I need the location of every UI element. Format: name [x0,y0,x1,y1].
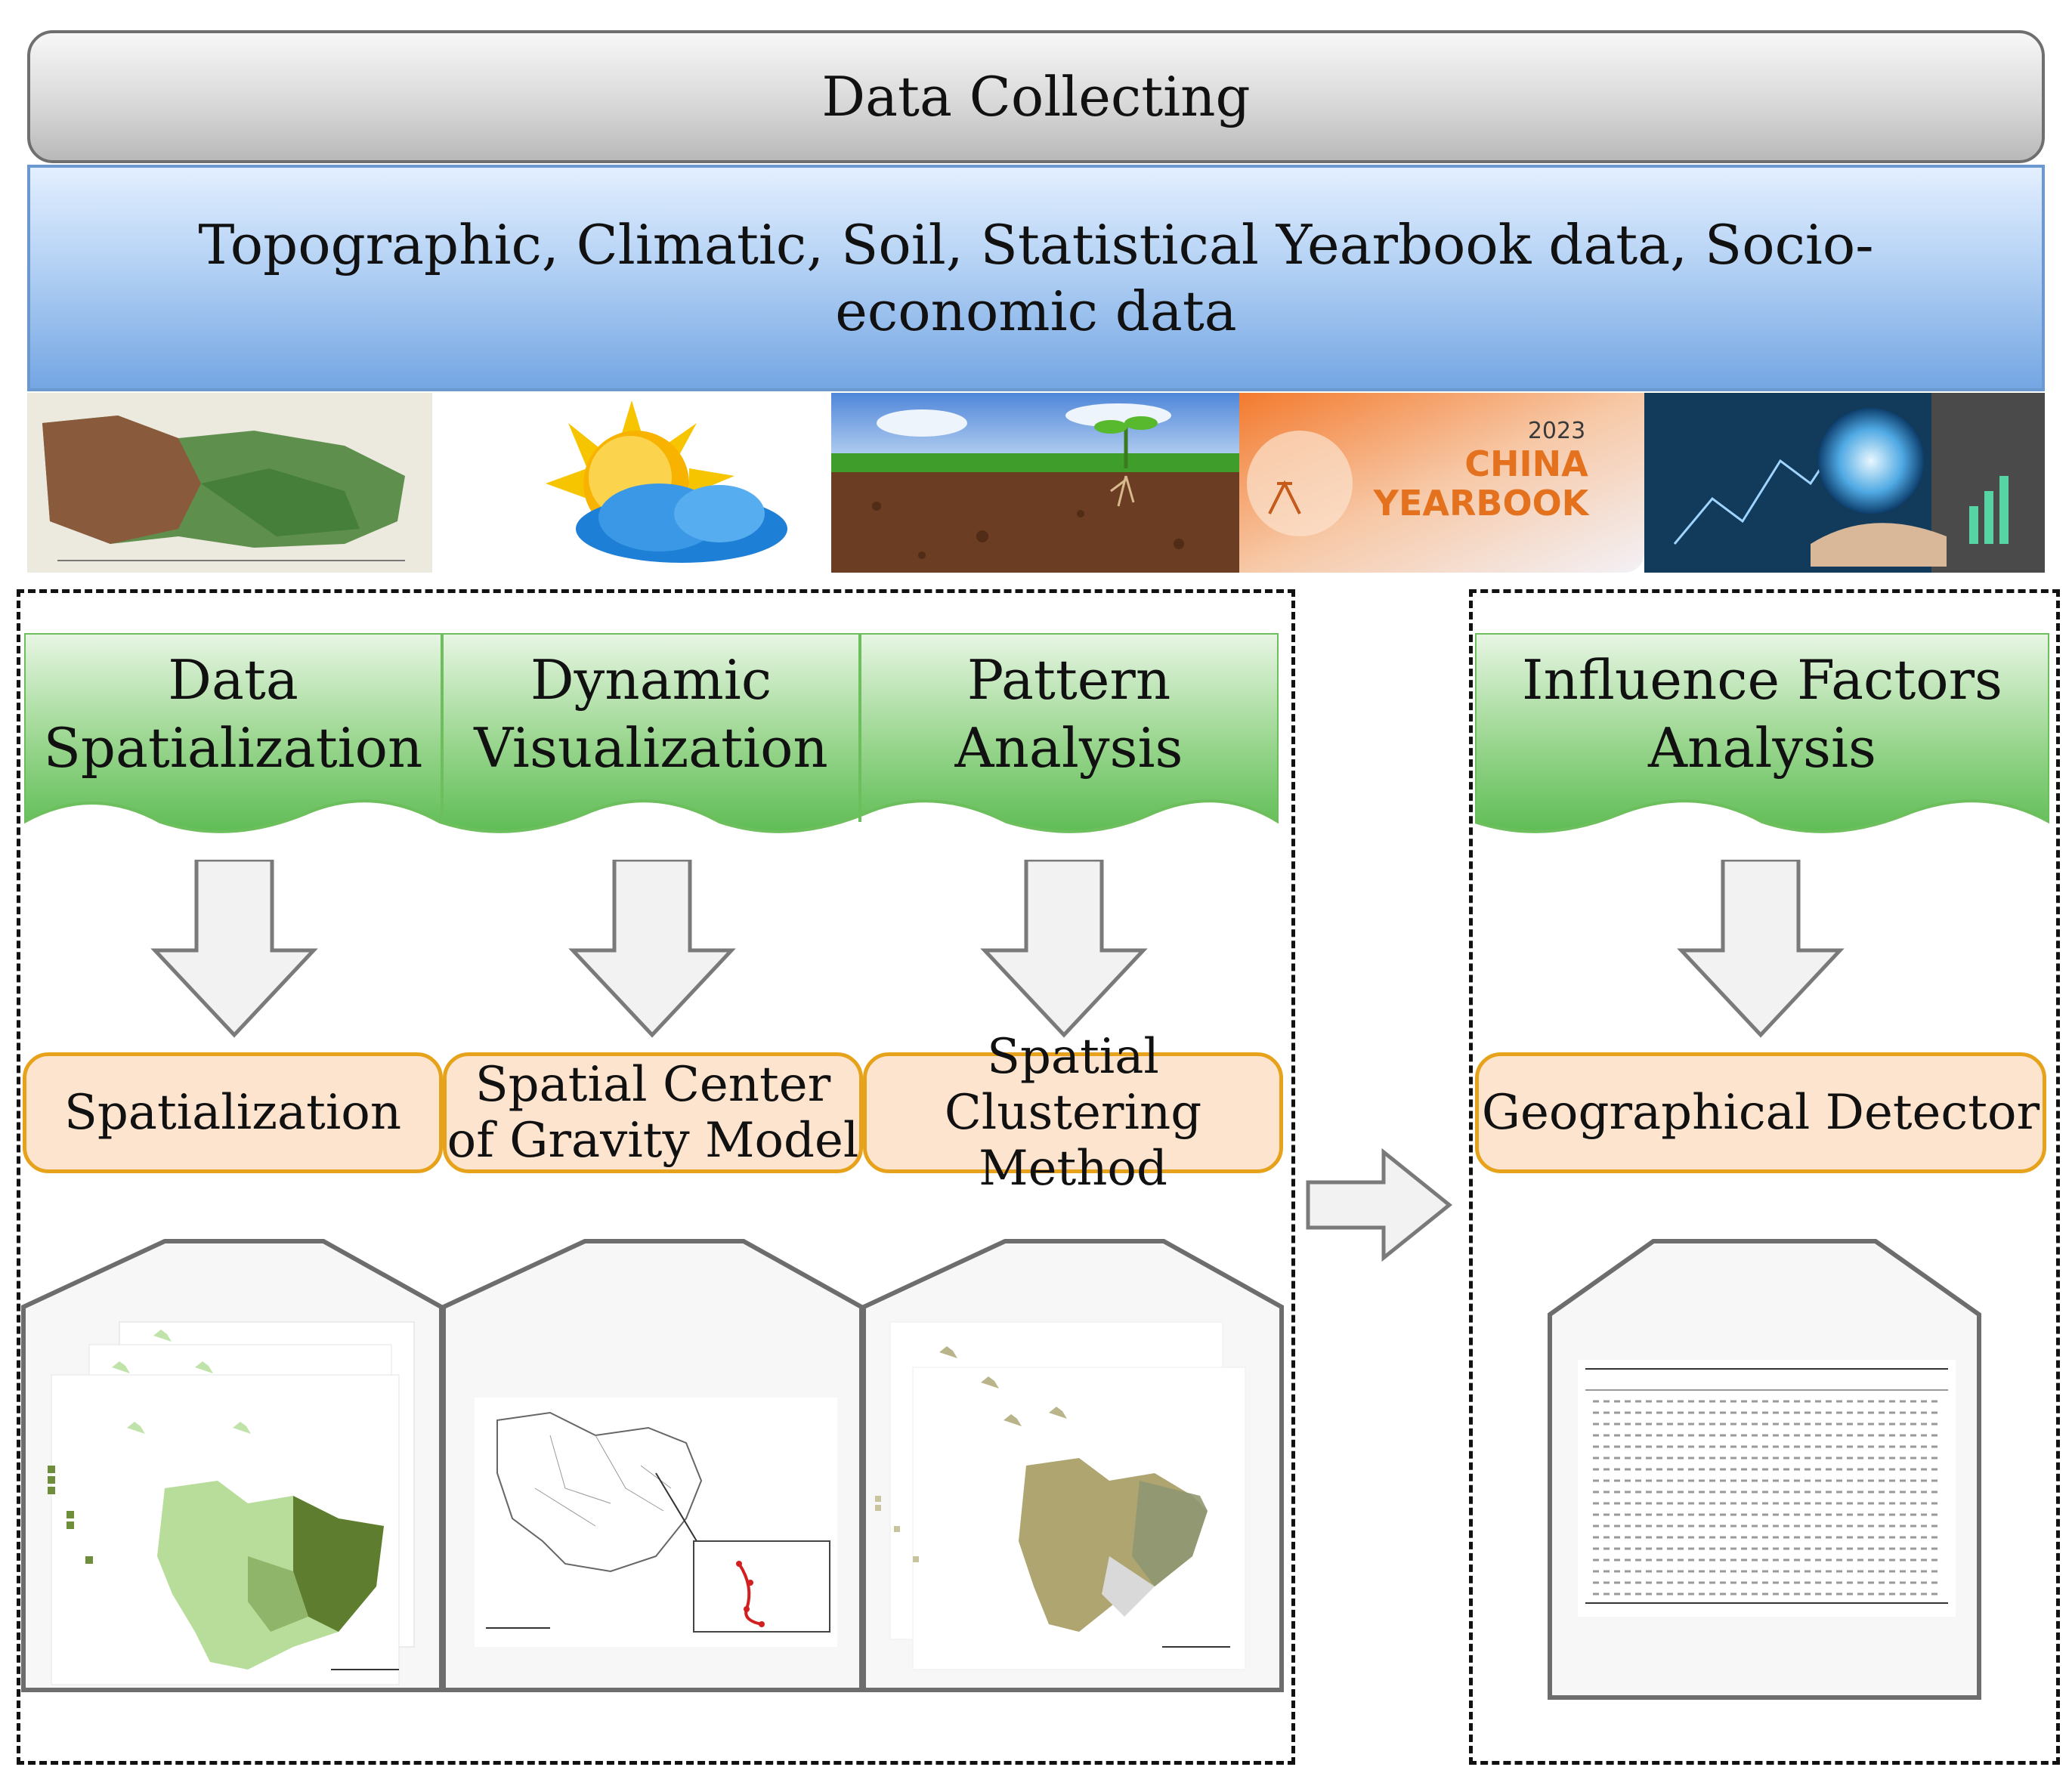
step-pattern-analysis: Pattern Analysis [954,648,1183,780]
digital-economy-image [1644,393,2045,573]
method-spatialization: Spatialization [23,1052,443,1173]
methods-wave-banner [24,633,1279,833]
data-sources-text: Topographic, Climatic, Soil, Statistical… [198,213,1874,343]
data-collecting-header: Data Collecting [27,30,2045,163]
china-yearbook-image: 2023 CHINA YEARBOOK [1239,393,1644,573]
methods-group [17,589,1295,1765]
method-geographical-detector: Geographical Detector [1475,1052,2046,1173]
step-influence-factors: Influence Factors Analysis [1522,648,2002,780]
yearbook-line1: CHINA [1464,443,1588,484]
terrain-map-image [27,393,432,573]
step-data-spatialization: Data Spatialization [43,648,423,780]
down-arrow-icon [980,860,1148,1038]
detector-table-card [1548,1239,1981,1700]
method-spatial-clustering: Spatial Clustering Method [863,1029,1283,1197]
method-center-of-gravity: Spatial Center of Gravity Model [443,1052,863,1173]
yearbook-year: 2023 [1528,418,1585,444]
soil-image [831,393,1239,573]
result-cards [21,1239,1284,1692]
data-sources-banner: Topographic, Climatic, Soil, Statistical… [27,165,2045,391]
down-arrow-icon [1677,860,1845,1038]
down-arrow-icon [150,860,318,1038]
influence-group [1469,589,2060,1765]
sun-cloud-image [432,393,831,573]
right-arrow-icon [1306,1148,1452,1262]
down-arrow-icon [568,860,736,1038]
step-dynamic-visualization: Dynamic Visualization [474,648,828,780]
header-title: Data Collecting [821,65,1251,128]
yearbook-line2: YEARBOOK [1373,483,1591,524]
influence-wave-banner [1475,633,2049,833]
